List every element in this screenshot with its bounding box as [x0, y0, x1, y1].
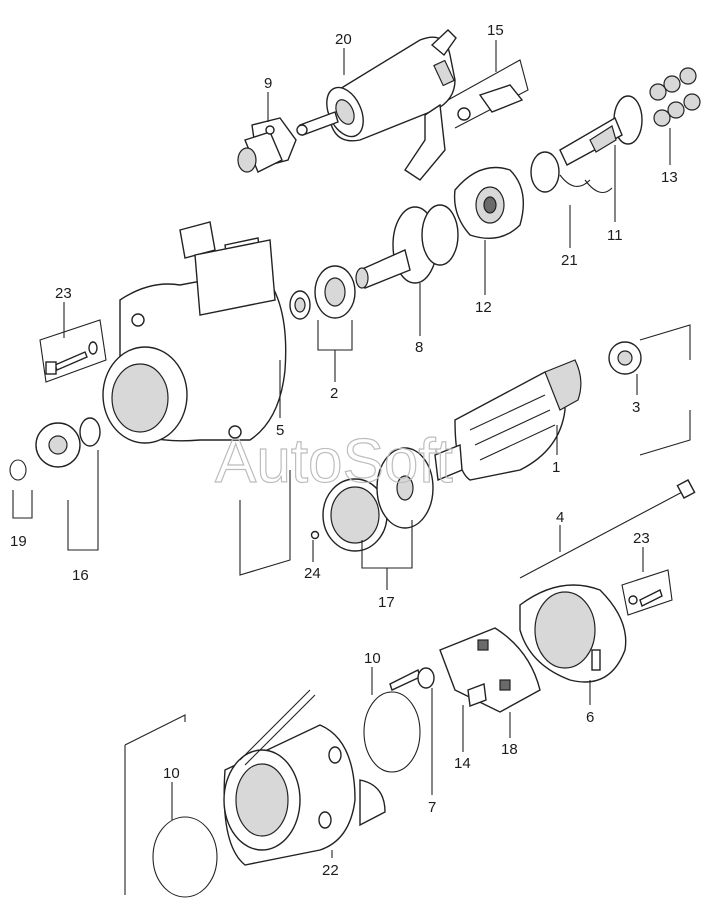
callout-15: 15	[487, 22, 504, 39]
part-15-contact	[404, 59, 529, 181]
part-6-end-frame	[519, 584, 627, 683]
part-18-brush-holder	[439, 627, 541, 713]
part-10-gasket-upper	[363, 691, 421, 773]
callout-10-lower: 10	[163, 765, 180, 782]
part-17-seal-rings	[322, 447, 434, 569]
part-8-gear-shaft	[355, 204, 459, 289]
callout-24: 24	[304, 565, 321, 582]
part-19-ring	[9, 459, 33, 519]
callout-labels: 20 15 9 13 11 21 12 8 23 2 5 3 1 19 16 2…	[10, 22, 678, 879]
part-13-rollers	[649, 67, 701, 127]
part-24-ball	[239, 470, 320, 576]
part-11-shaft	[559, 95, 643, 166]
callout-4: 4	[556, 509, 564, 526]
callout-23-lower: 23	[633, 530, 650, 547]
callout-20: 20	[335, 31, 352, 48]
callout-21: 21	[561, 252, 578, 269]
part-20-solenoid	[296, 29, 457, 142]
part-14-brush	[467, 683, 487, 707]
callout-7: 7	[428, 799, 436, 816]
callout-22: 22	[322, 862, 339, 879]
callout-12: 12	[475, 299, 492, 316]
part-1-armature	[434, 359, 582, 482]
part-5-front-housing	[102, 221, 287, 444]
part-21-clips	[530, 151, 613, 194]
part-23-bolt-upper	[39, 319, 107, 383]
callout-11: 11	[607, 227, 623, 244]
callout-9: 9	[264, 75, 272, 92]
callout-13: 13	[661, 169, 678, 186]
leader-lines	[63, 40, 671, 858]
part-16-pinion	[35, 417, 101, 551]
part-10-gasket-lower	[124, 714, 218, 898]
part-3-bearing	[608, 324, 691, 456]
part-12-plate	[453, 166, 524, 239]
part-22-yoke	[223, 689, 386, 866]
callout-23-upper: 23	[55, 285, 72, 302]
part-23-bolt-lower	[621, 569, 673, 616]
callout-2: 2	[330, 385, 338, 402]
callout-3: 3	[632, 399, 640, 416]
part-2-bearings	[289, 265, 356, 351]
callout-5: 5	[276, 422, 284, 439]
callout-14: 14	[454, 755, 471, 772]
part-4-through-bolt	[519, 479, 696, 579]
callout-6: 6	[586, 709, 594, 726]
callout-1: 1	[552, 459, 560, 476]
callout-16: 16	[72, 567, 89, 584]
part-7-bolt	[389, 667, 435, 691]
part-9-plunger	[237, 117, 297, 173]
callout-18: 18	[501, 741, 518, 758]
callout-17: 17	[378, 594, 395, 611]
callout-8: 8	[415, 339, 423, 356]
callout-10-upper: 10	[364, 650, 381, 667]
watermark: AutoSoft	[215, 427, 453, 496]
callout-19: 19	[10, 533, 27, 550]
